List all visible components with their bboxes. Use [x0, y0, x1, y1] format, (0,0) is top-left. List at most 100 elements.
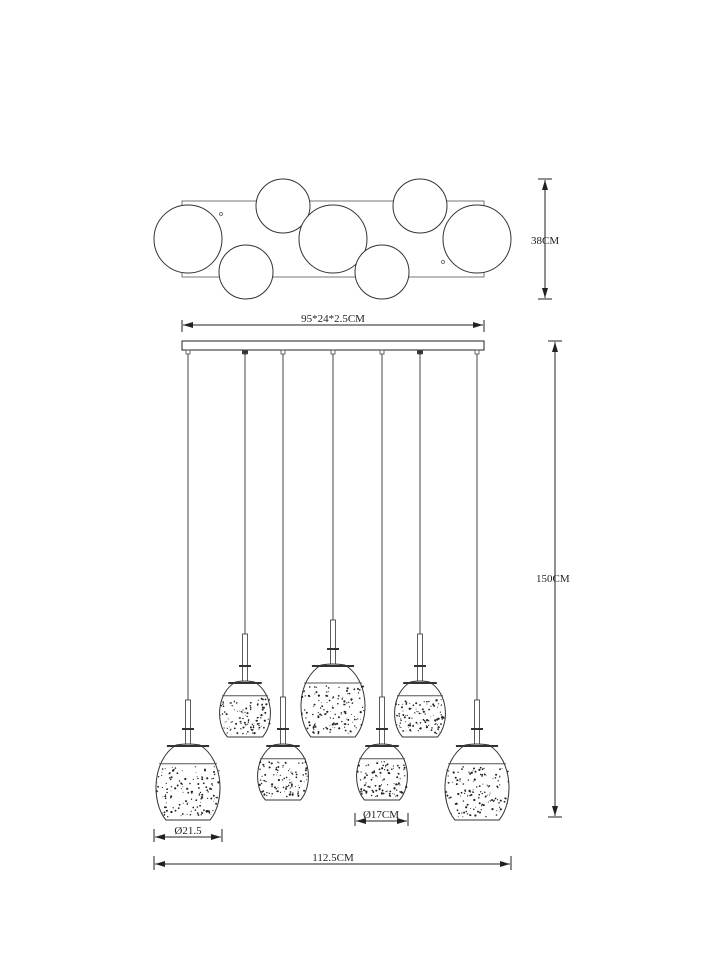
speckle [409, 729, 412, 732]
speckle [282, 765, 284, 767]
speckle [270, 762, 273, 765]
speckle [332, 697, 334, 699]
height-dimension: 150CM [536, 340, 570, 818]
speckle [262, 780, 264, 781]
speckle [485, 775, 487, 777]
speckle [423, 701, 425, 703]
speckle [430, 729, 433, 731]
speckle [395, 724, 397, 726]
speckle [358, 689, 361, 691]
speckle [423, 719, 426, 722]
speckle [452, 781, 454, 783]
speckle [465, 810, 468, 813]
speckle [260, 714, 263, 717]
speckle [382, 779, 384, 781]
speckle [278, 762, 280, 764]
cord-grip [185, 349, 191, 355]
speckle [389, 790, 392, 793]
speckle [301, 714, 303, 715]
speckle [375, 789, 378, 792]
speckle [289, 787, 291, 789]
speckle [402, 703, 404, 705]
speckle [230, 728, 232, 730]
speckle [416, 710, 418, 712]
glass-shade [219, 680, 271, 738]
speckle [329, 731, 331, 733]
speckle [217, 781, 220, 784]
speckle [383, 761, 385, 763]
speckle [371, 771, 374, 774]
collar [182, 728, 194, 730]
speckle [283, 777, 286, 780]
speckle [327, 687, 330, 689]
speckle [365, 790, 368, 793]
speckle [422, 710, 425, 713]
speckle [195, 799, 198, 802]
speckle [395, 701, 397, 703]
speckle [482, 783, 484, 785]
speckle [210, 814, 212, 815]
speckle [253, 732, 256, 735]
speckle [170, 786, 173, 788]
speckle [437, 728, 439, 731]
speckle [165, 802, 167, 804]
speckle [395, 795, 397, 797]
speckle [353, 718, 356, 721]
speckle [257, 699, 259, 701]
speckle [204, 769, 207, 772]
speckle [489, 792, 491, 794]
speckle [249, 726, 252, 729]
collar [239, 665, 251, 667]
speckle [501, 768, 503, 770]
speckle [270, 795, 272, 797]
speckle [328, 699, 331, 702]
speckle [172, 769, 175, 772]
speckle [479, 766, 482, 769]
speckle [170, 810, 173, 814]
speckle [186, 787, 189, 790]
speckle [239, 717, 241, 719]
speckle [399, 725, 400, 727]
speckle [430, 705, 432, 707]
speckle [385, 790, 387, 793]
speckle [499, 784, 501, 786]
pendant-lamp [155, 349, 221, 821]
speckle [305, 773, 307, 775]
speckle [457, 771, 459, 773]
speckle [191, 792, 193, 794]
speckle [409, 724, 411, 726]
speckle [239, 720, 242, 723]
speckle [381, 761, 383, 763]
speckle [192, 806, 195, 809]
speckle [494, 797, 497, 800]
speckle [298, 762, 300, 764]
speckle [329, 724, 331, 726]
speckle [201, 812, 204, 815]
speckle [419, 704, 421, 706]
speckle [448, 797, 451, 799]
speckle [213, 773, 216, 776]
large-diameter-label: Ø21.5 [174, 825, 202, 837]
speckle [268, 722, 271, 725]
speckle [356, 687, 359, 690]
speckle [329, 717, 331, 719]
speckle [456, 809, 459, 812]
speckle [169, 778, 172, 781]
speckle [346, 689, 348, 692]
speckle [180, 788, 182, 790]
speckle [344, 729, 347, 732]
speckle [219, 714, 221, 716]
speckle [242, 712, 244, 714]
speckle [250, 708, 252, 711]
speckle [185, 800, 187, 803]
speckle [419, 722, 422, 724]
speckle [325, 726, 327, 729]
speckle [319, 713, 322, 716]
speckle [495, 814, 498, 816]
speckle [469, 790, 471, 792]
speckle [360, 771, 362, 773]
speckle [381, 789, 384, 792]
speckle [336, 722, 339, 725]
speckle [172, 807, 174, 809]
speckle [326, 702, 328, 704]
